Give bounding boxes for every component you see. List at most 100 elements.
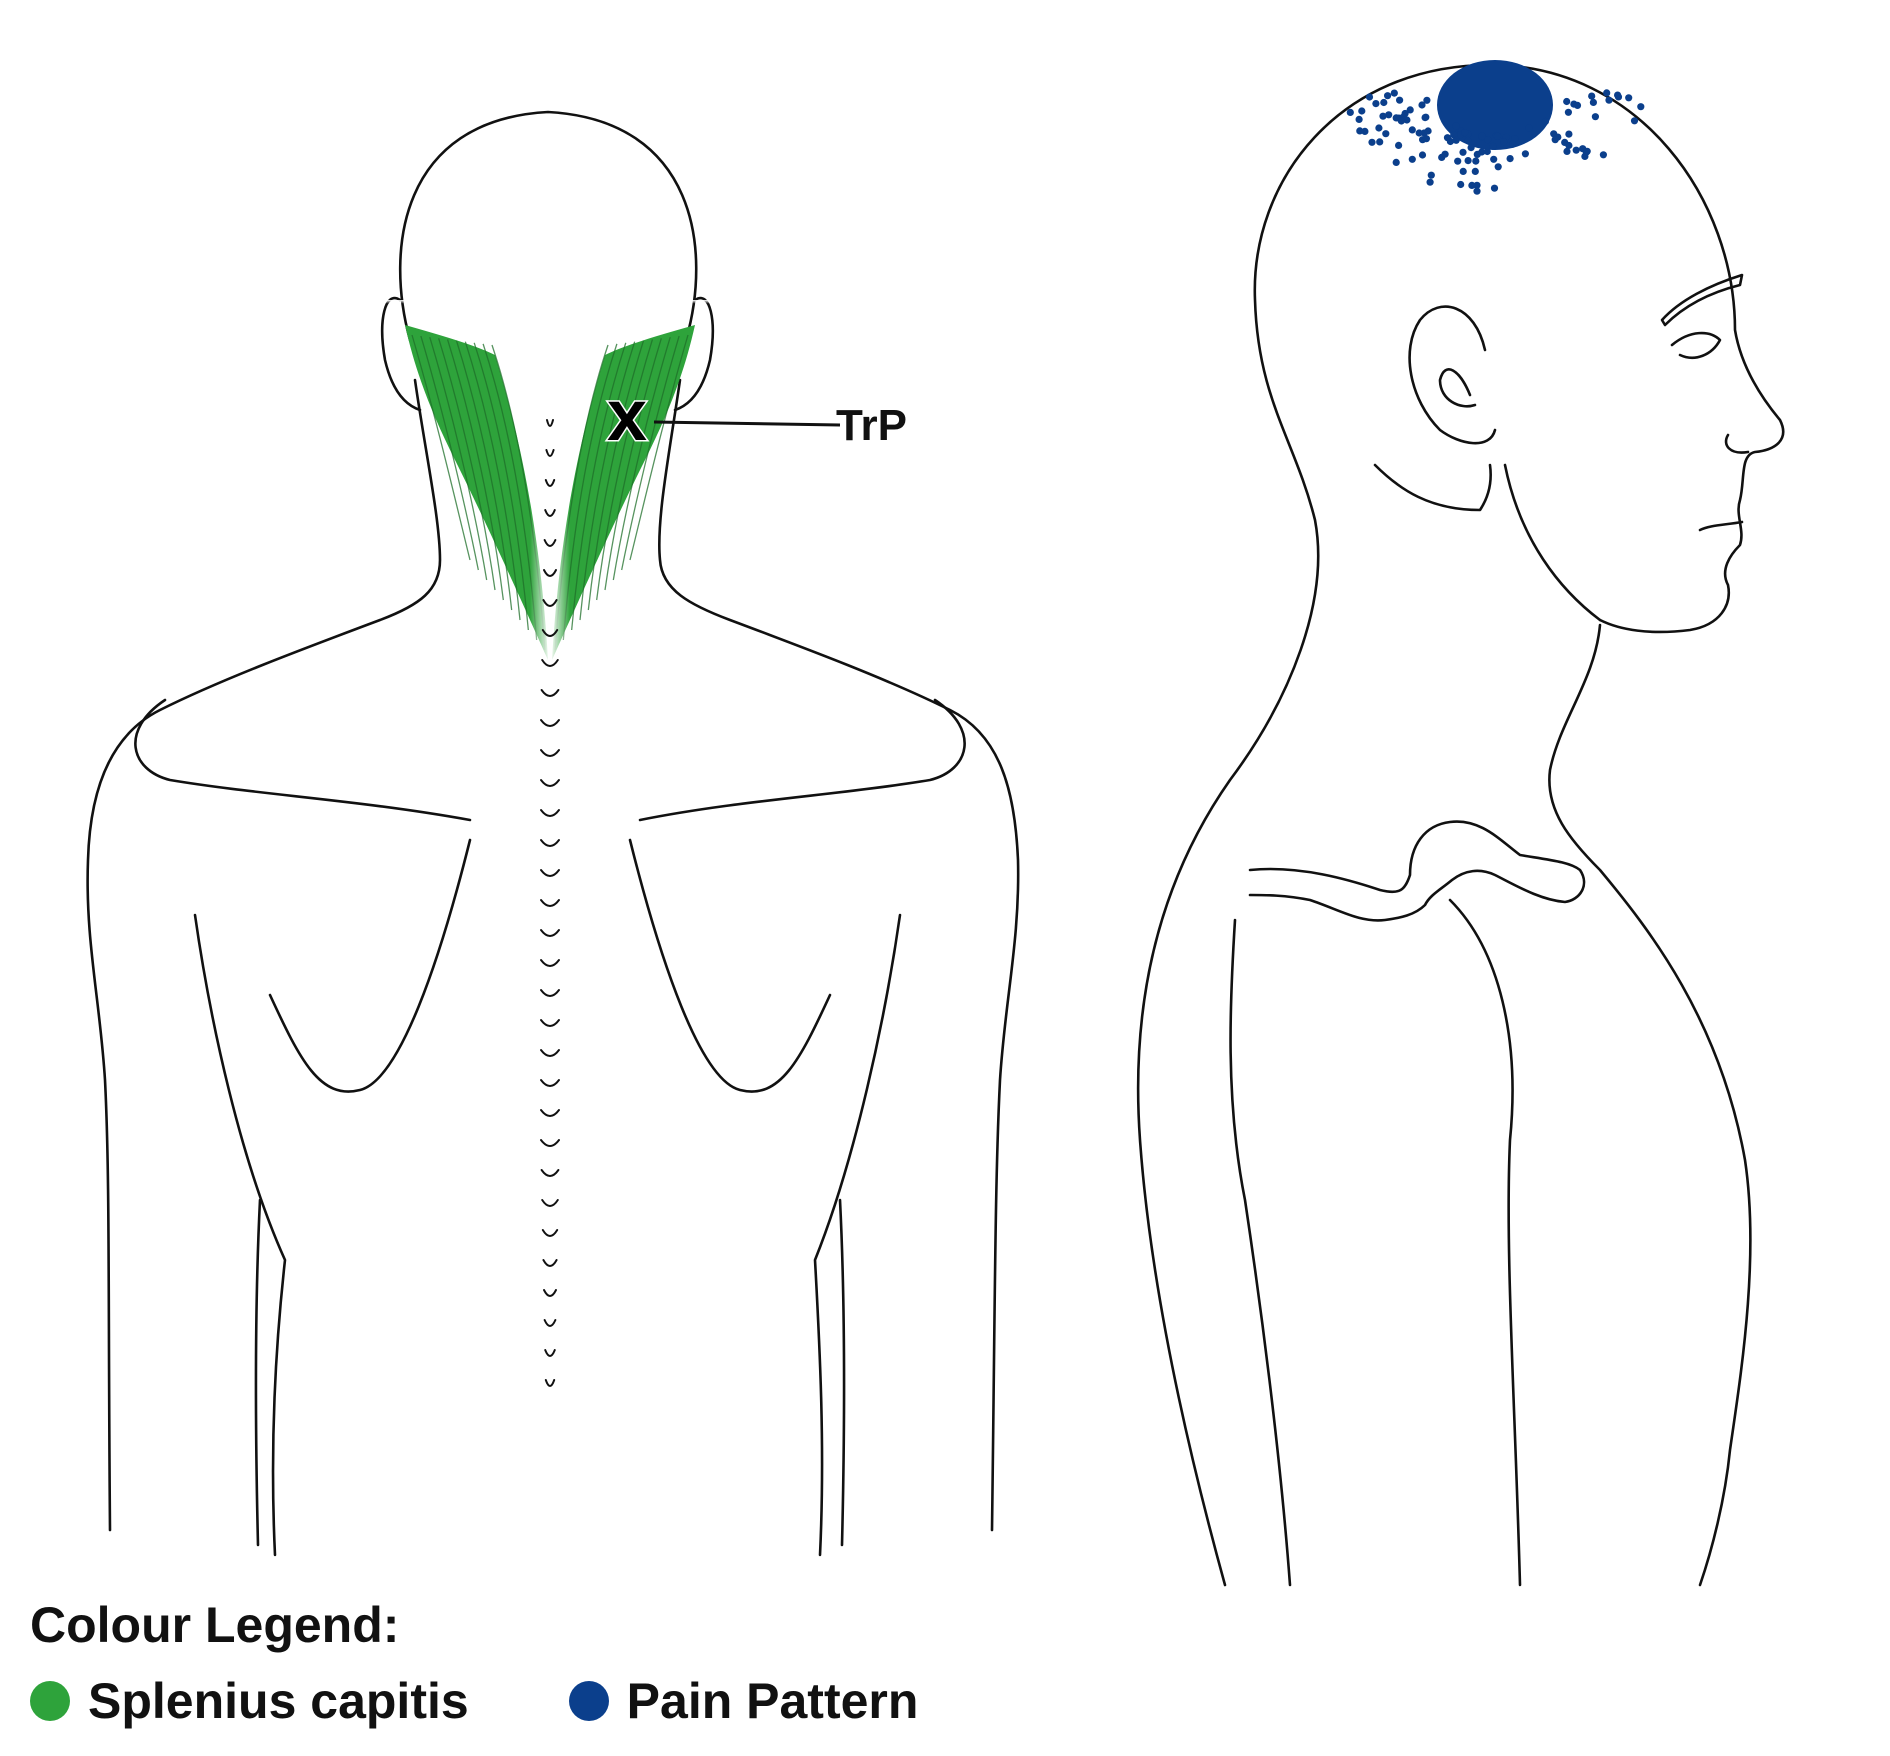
spine-vertebra-mark [540,899,560,907]
pain-pattern-dot [1541,117,1549,126]
pain-pattern-dot [1368,138,1376,146]
side-head-back-outline [1136,63,1492,1587]
spine-vertebra-mark [540,1139,560,1147]
pain-pattern-dot [1408,155,1416,163]
pain-pattern-dot [1392,114,1400,122]
pain-pattern-dot [1461,129,1469,137]
pain-pattern-dot [1443,134,1452,142]
pain-pattern-dot [1572,146,1580,154]
muscle-fiber-left [411,334,471,561]
pain-pattern-dot [1395,141,1403,149]
muscle-fiber-right [629,334,689,561]
spine-vertebra-mark [541,1229,559,1237]
pain-pattern-dot [1418,101,1426,109]
pain-pattern-dot [1397,117,1405,125]
back-view-figure: x TrP [86,110,1020,1557]
spine-vertebra-mark [544,1379,556,1387]
legend-item-pain-pattern: Pain Pattern [568,1673,919,1729]
trigger-point-leader-line [653,420,841,427]
pain-pattern-dot [1424,127,1432,135]
pain-pattern-dot [1355,115,1363,123]
pain-pattern-dot [1346,108,1354,116]
back-right-arm-line [813,913,902,1557]
pain-pattern-dot [1500,138,1508,146]
pain-pattern-dot [1459,148,1467,156]
pain-pattern-dot [1365,93,1374,101]
muscle-fiber-right [612,337,671,581]
spine-vertebra-mark [541,629,559,637]
muscle-fiber-right [596,339,654,601]
pain-pattern-dot [1418,151,1427,159]
spine-vertebra-mark [541,659,559,667]
pain-pattern-dot [1408,126,1416,134]
pain-pattern-dot [1390,89,1398,97]
pain-pattern-dot [1423,96,1431,104]
pain-pattern-dot [1591,113,1599,121]
side-ear [1408,305,1497,445]
spine-vertebra-mark [540,839,560,847]
pain-pattern-dot [1372,100,1380,108]
muscle-fiber-right [587,340,645,611]
pain-pattern-dot [1490,184,1499,192]
legend-item-splenius-capitis: Splenius capitis [30,1676,469,1726]
pain-pattern-dot [1452,122,1460,130]
pain-pattern-dot [1464,157,1472,165]
pain-pattern-dot [1614,91,1622,99]
pain-pattern-core [1437,60,1553,150]
spine-vertebra-mark [540,749,560,757]
pain-pattern-dot [1379,112,1387,120]
side-jaw-under [1373,463,1492,512]
pain-pattern-dot [1565,141,1573,150]
pain-pattern-dot [1403,116,1411,124]
side-ear-inner [1438,368,1477,408]
trigger-point-x: x [607,376,647,456]
pain-pattern-dot [1564,108,1572,116]
pain-pattern-dot [1452,136,1460,144]
pain-pattern-dot [1385,111,1393,119]
pain-pattern-dot [1478,132,1486,140]
muscle-fiber-left [455,340,513,611]
pain-pattern-dot [1573,101,1582,109]
pain-pattern-dot [1563,97,1571,106]
legend-items: Splenius capitis Pain Pattern [30,1676,1230,1726]
pain-pattern-dot [1473,150,1481,158]
back-right-scapula [628,838,832,1093]
spine-vertebra-mark [540,779,560,787]
muscle-fiber-left [464,341,521,621]
pain-pattern-dot [1421,114,1429,122]
legend-label-pain-pattern: Pain Pattern [626,1673,919,1729]
spine-vertebra-mark [540,719,560,727]
pain-pattern-dot [1525,124,1533,132]
pain-pattern-dot [1464,136,1472,145]
pain-pattern-dot [1406,106,1414,114]
side-nostril [1724,433,1750,454]
muscle-fiber-right [604,338,662,591]
pain-pattern-dot [1459,167,1467,175]
side-arm-back [1229,918,1292,1587]
muscle-fiber-left [438,338,496,591]
side-front-neck [1548,623,1752,1587]
muscle-top-fade [380,300,720,340]
spine-vertebra-mark [540,929,560,937]
trigger-point-label: TrP [836,401,907,450]
pain-pattern-dot [1382,130,1390,138]
spine-vertebra-mark [542,599,558,607]
spine-vertebrae [540,419,560,1387]
pain-pattern-dot [1489,142,1497,150]
spine-vertebra-mark [543,1319,557,1327]
pain-pattern-dot [1380,98,1388,107]
pain-pattern-dot [1605,96,1613,104]
pain-pattern-dot [1565,130,1573,138]
pain-pattern-dot [1589,98,1597,106]
back-torso-right [658,378,1020,1532]
pain-pattern-dot [1415,129,1423,137]
spine-vertebra-mark [540,1109,560,1117]
colour-legend: Colour Legend: Splenius capitis Pain Pat… [30,1600,1230,1726]
pain-pattern-dot [1375,124,1383,132]
muscle-fiber-right [571,342,627,631]
pain-pattern-dot [1583,147,1591,155]
spine-vertebra-mark [544,509,556,517]
spine-vertebra-mark [542,1259,558,1267]
back-right-lat-line [838,1198,846,1547]
pain-pattern-dot [1422,135,1430,143]
